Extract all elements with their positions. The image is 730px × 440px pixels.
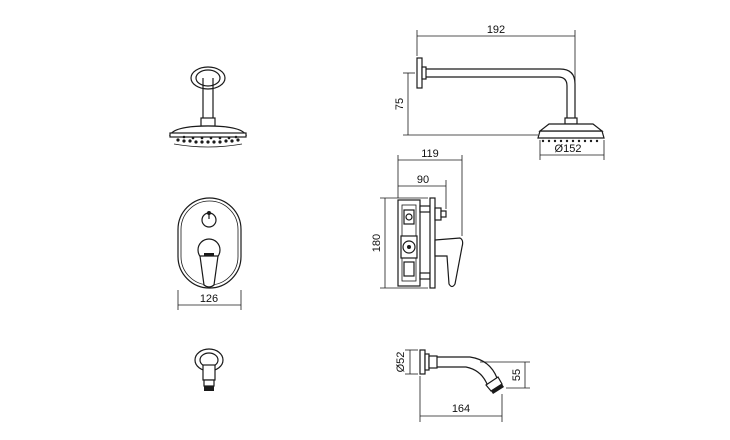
shower-arm-side-view: [416, 57, 605, 143]
mixer-valve-front-view: [177, 197, 242, 289]
dimension-valve-height-label: 180: [371, 234, 383, 252]
dimension-valve-depth-overall: 119: [397, 148, 463, 236]
dimension-spout-drop-label: 55: [511, 369, 523, 381]
dimension-spout-length: 164: [419, 376, 503, 422]
mixer-valve-side-view: [397, 197, 464, 289]
shower-head-front-view: [168, 66, 248, 148]
dimension-valve-depth-body-label: 90: [417, 174, 429, 186]
dimension-spout-flange-diameter-label: Ø52: [395, 352, 407, 373]
dimension-valve-depth-overall-label: 119: [421, 148, 439, 160]
dimension-arm-length: 192: [416, 24, 576, 118]
dimension-spout-drop: 55: [480, 361, 530, 389]
dimension-valve-depth-body: 90: [398, 174, 447, 209]
dimension-valve-height: 180: [371, 197, 428, 289]
dimension-spout-flange-diameter: Ø52: [395, 349, 418, 375]
dimension-plate-width-label: 126: [200, 293, 218, 305]
dimension-plate-width: 126: [177, 290, 242, 310]
dimension-head-diameter: Ø152: [539, 140, 605, 160]
spout-side-view: [419, 349, 504, 394]
dimension-arm-height-label: 75: [394, 98, 406, 110]
dimension-arm-length-label: 192: [487, 24, 505, 36]
dimension-spout-length-label: 164: [452, 403, 470, 415]
dimension-arm-height: 75: [394, 72, 538, 136]
dimension-head-diameter-label: Ø152: [555, 143, 582, 155]
spout-front-view: [194, 348, 224, 391]
